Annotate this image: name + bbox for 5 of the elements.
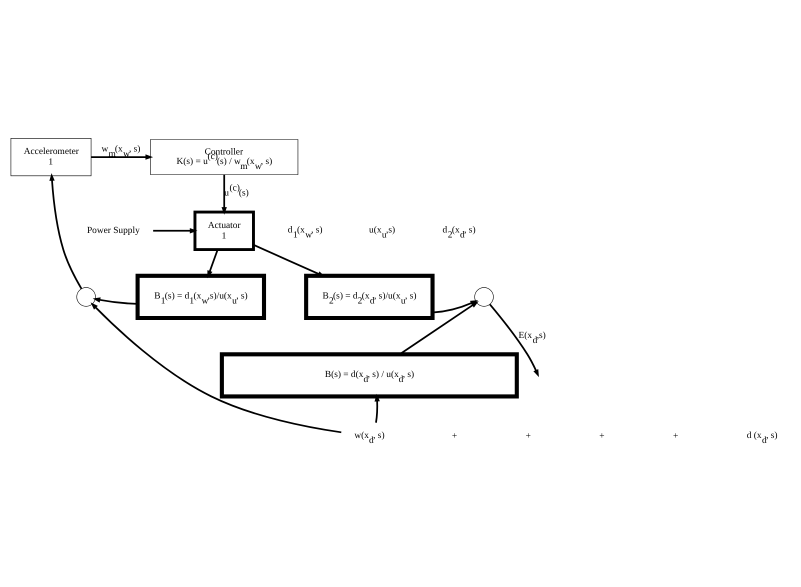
label: + [673,430,678,441]
node-text: Power Supply [86,226,140,236]
label: + [599,430,605,441]
label: + [452,430,458,441]
label: + [526,430,531,441]
